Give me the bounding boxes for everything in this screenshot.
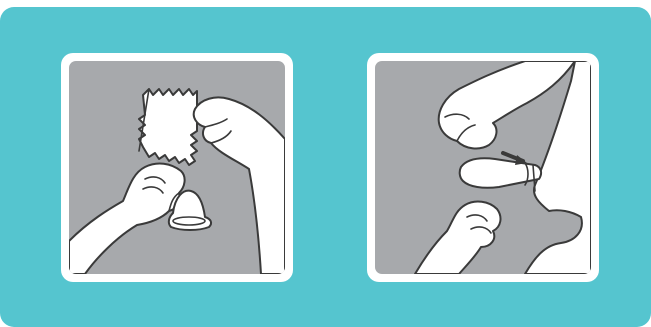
illustration-frame-step-1 (61, 53, 293, 282)
step-open-wrapper-illustration (69, 61, 285, 274)
step-roll-on-illustration (375, 61, 591, 274)
illustration-frame-step-2 (367, 53, 599, 282)
